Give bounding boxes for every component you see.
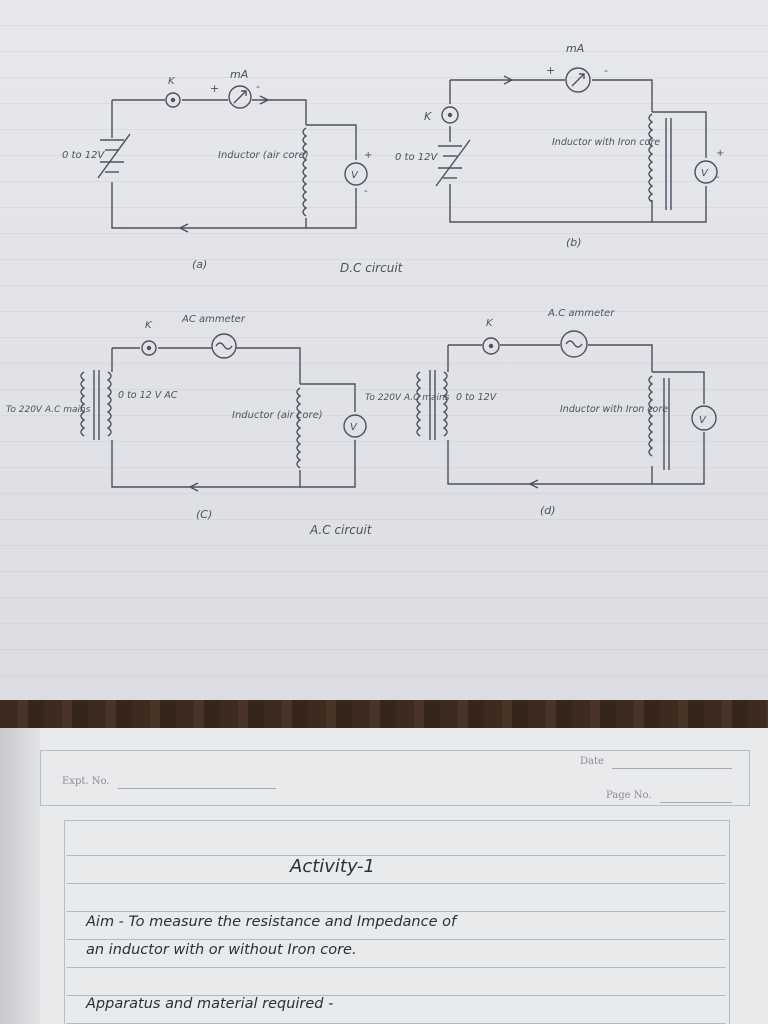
a-v-minus: - (364, 186, 368, 197)
expt-no-line (118, 788, 276, 789)
a-voltmeter-label: V (351, 170, 359, 181)
d-inductor-label: Inductor with Iron core (560, 404, 668, 415)
d-figure-label: (d) (540, 504, 556, 517)
c-voltmeter-label: V (350, 422, 358, 433)
a-meter-minus: - (256, 80, 260, 93)
aim-line-1: Aim - To measure the resistance and Impe… (86, 914, 457, 930)
circuit-b (435, 67, 718, 223)
c-meter-label: AC ammeter (181, 314, 246, 325)
b-voltmeter-label: V (701, 168, 709, 179)
page-fold-shadow (0, 728, 40, 1024)
b-inductor-label: Inductor with Iron core (552, 137, 660, 148)
d-voltmeter-label: V (699, 415, 707, 426)
c-transformer-label: 0 to 12 V AC (118, 390, 178, 401)
ac-caption: A.C circuit (309, 523, 373, 537)
d-mains-label: To 220V A.C mains (365, 393, 450, 403)
circuit-d (416, 330, 717, 489)
b-key-label: K (424, 110, 432, 123)
aim-line-2: an inductor with or without Iron core. (86, 942, 357, 958)
date-label: Date (580, 756, 604, 767)
d-meter-label: A.C ammeter (547, 308, 615, 319)
circuit-c (80, 333, 367, 492)
a-meter-plus: + (210, 82, 219, 95)
page-no-label: Page No. (606, 790, 652, 801)
b-v-plus: + (716, 148, 724, 159)
expt-no-label: Expt. No. (62, 776, 110, 787)
a-v-plus: + (364, 150, 372, 161)
circuit-diagrams: K mA + - 0 to 12V Inductor (air core) V … (6, 42, 724, 537)
apparatus-heading: Apparatus and material required - (86, 996, 334, 1012)
c-inductor-label: Inductor (air core) (232, 410, 323, 421)
a-source-label: 0 to 12V (62, 150, 105, 161)
dc-caption: D.C circuit (340, 261, 404, 275)
d-transformer-label: 0 to 12V (456, 392, 498, 403)
b-source-label: 0 to 12V (395, 152, 438, 163)
ruled-lines (66, 828, 726, 1024)
writing-area-box (64, 820, 730, 1024)
a-meter-label: mA (230, 68, 248, 81)
header-box (40, 750, 750, 806)
a-inductor-label: Inductor (air core) (218, 150, 309, 161)
b-v-minus: - (716, 172, 720, 183)
page-ruling (0, 0, 768, 700)
a-figure-label: (a) (192, 258, 207, 271)
a-key-label: K (168, 76, 176, 87)
c-figure-label: (C) (196, 508, 212, 521)
b-meter-label: mA (566, 42, 584, 55)
notebook-page-text: Date Expt. No. Page No. Activity-1 Aim -… (0, 728, 768, 1024)
notebook-page-diagrams: K mA + - 0 to 12V Inductor (air core) V … (0, 0, 768, 700)
date-line (612, 768, 732, 769)
circuit-a (97, 85, 368, 233)
d-key-label: K (486, 318, 494, 329)
b-figure-label: (b) (566, 236, 582, 249)
b-meter-minus: - (604, 64, 608, 77)
page-no-line (660, 802, 732, 803)
b-meter-plus: + (546, 64, 555, 77)
c-mains-label: To 220V A.C mains (6, 405, 91, 415)
c-key-label: K (145, 320, 153, 331)
activity-heading: Activity-1 (290, 856, 375, 877)
